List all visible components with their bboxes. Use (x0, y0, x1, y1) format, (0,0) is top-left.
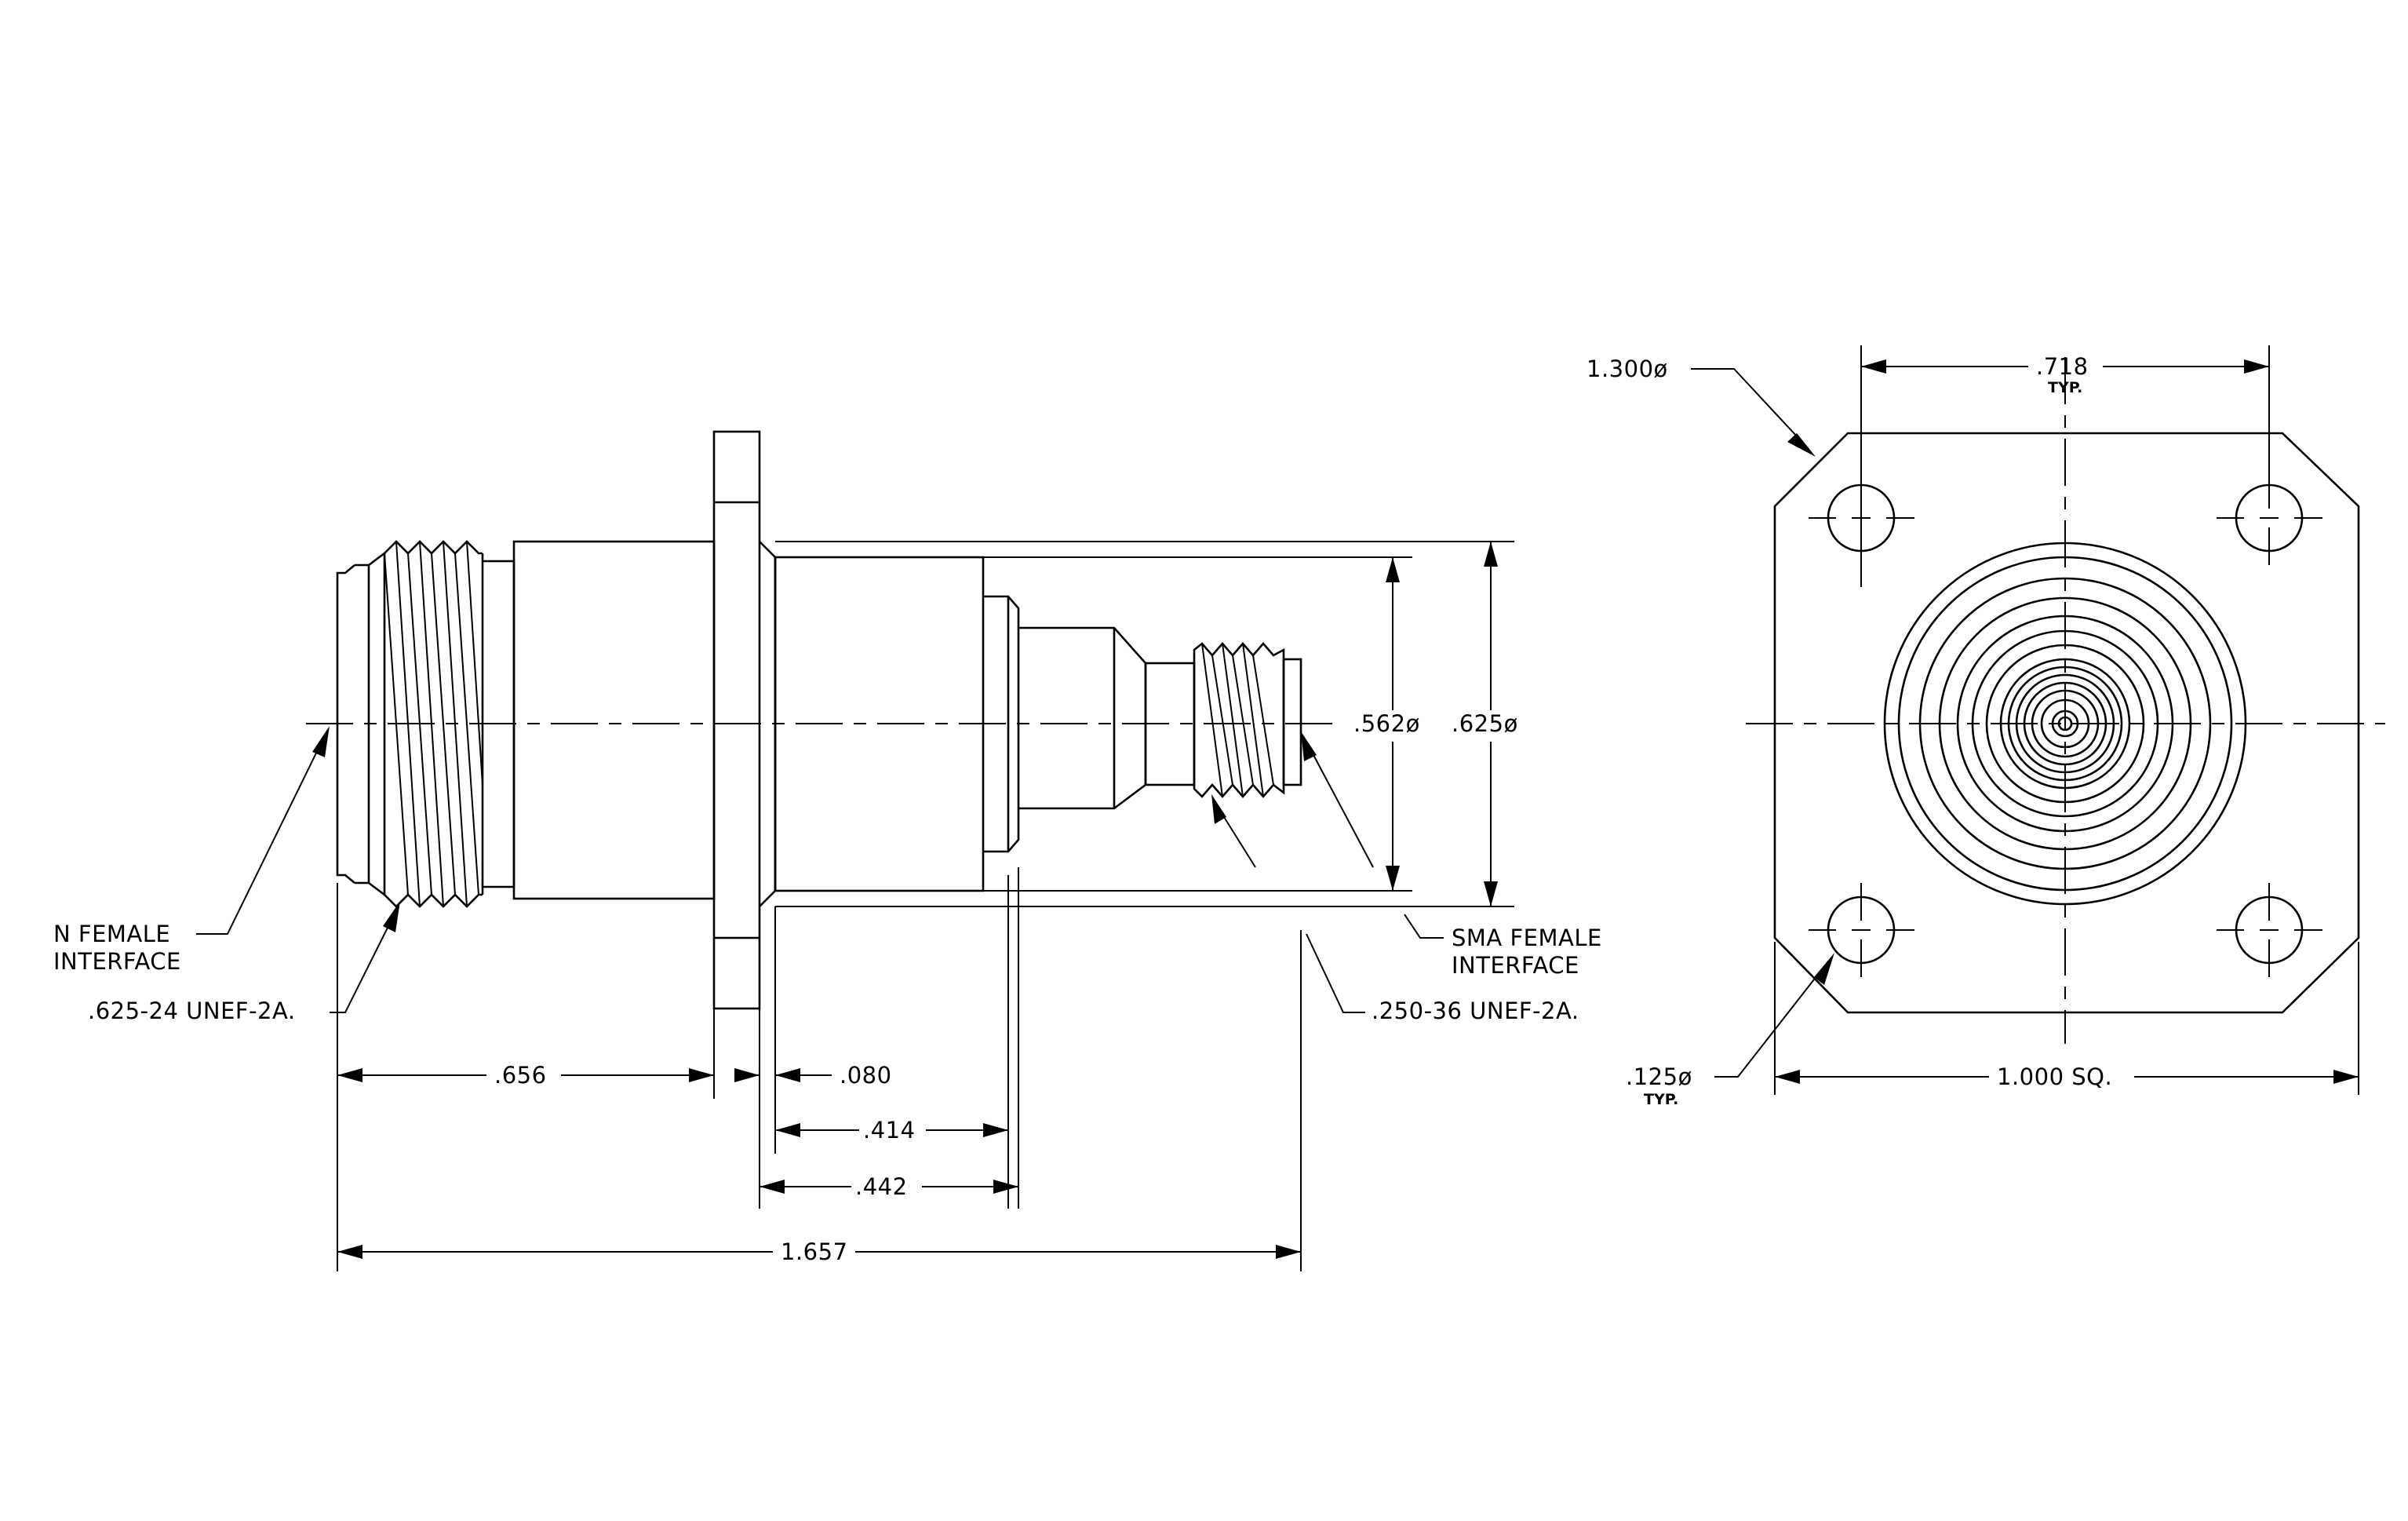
sma-thread-body (1193, 642, 1285, 798)
dim-1000-sq: 1.000 SQ. (1997, 1063, 2112, 1090)
n-thread-leader (330, 910, 397, 1013)
sma-female-label-1: SMA FEMALE (1452, 925, 1602, 951)
dim-656: .656 (494, 1062, 547, 1089)
dim-1657: 1.657 (781, 1238, 848, 1265)
n-interface-face (355, 564, 370, 885)
dim-125-typ: TYP. (1644, 1091, 1678, 1108)
n-interface-lip (336, 564, 355, 884)
flange-diameter-leader (1691, 368, 1809, 450)
sma-female-leader (1404, 914, 1444, 939)
rear-body (774, 556, 985, 892)
n-thread-lines (384, 541, 483, 907)
dim-718-typ: TYP. (2048, 379, 2082, 396)
dim-125: .125ø (1626, 1063, 1692, 1090)
sma-female-label-2: INTERFACE (1452, 952, 1579, 979)
sma-face (1282, 658, 1302, 786)
concentric-rings (1883, 542, 2247, 906)
flange-outline (1773, 432, 2360, 1014)
dim-442: .442 (855, 1173, 908, 1200)
sma-thread-leader (1306, 933, 1365, 1013)
n-female-label-2: INTERFACE (53, 948, 181, 975)
n-interface-taper (368, 551, 386, 897)
n-thread-top-teeth (384, 540, 483, 555)
dim-080: .080 (840, 1062, 892, 1089)
dim-414: .414 (863, 1117, 916, 1143)
dim-1300: 1.300ø (1587, 356, 1668, 382)
sma-thread-lines (1201, 643, 1274, 797)
dim-718: .718 (2036, 353, 2089, 380)
flange (712, 430, 761, 1010)
rear-step (983, 595, 1020, 853)
neck (1018, 626, 1147, 810)
side-view: .562ø .625ø N FEMALE INTERFACE .625-24 U… (53, 430, 1602, 1271)
dim-625: .625ø (1452, 710, 1518, 737)
sma-face-leader (1306, 741, 1374, 868)
hole-diameter-leader (1714, 961, 1829, 1078)
front-view: 1.300ø .718 TYP. .125ø TYP. 1.000 SQ. (1587, 345, 2385, 1108)
sma-thread-label: .250-36 UNEF-2A. (1372, 998, 1579, 1024)
flange-steps (714, 501, 760, 939)
n-thread-label: .625-24 UNEF-2A. (88, 998, 296, 1024)
dim-562: .562ø (1353, 710, 1420, 737)
n-female-label-1: N FEMALE (53, 921, 170, 947)
n-thread-bottom-teeth (384, 893, 483, 908)
n-female-leader (196, 733, 326, 935)
main-body (512, 540, 716, 900)
